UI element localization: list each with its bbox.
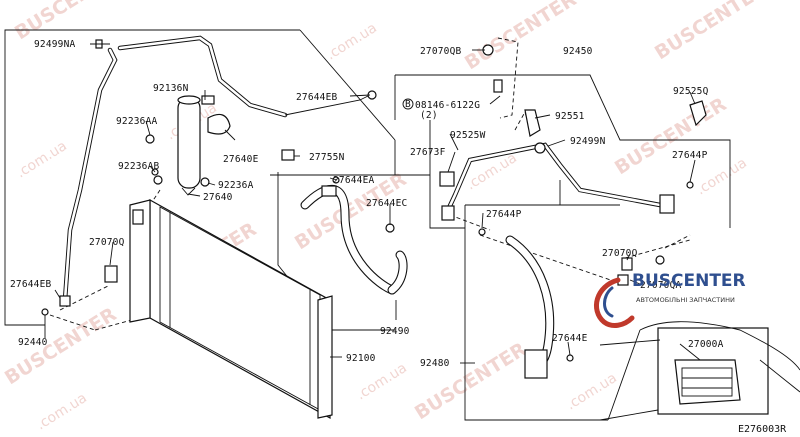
condenser-92100 [129,198,333,420]
part-label-27673F: 27673F [410,147,446,158]
part-label-27755N: 27755N [309,152,345,163]
logo-mark-icon [594,277,635,328]
part-label-92525W: 92525W [450,130,486,141]
hose-92490 [300,176,408,295]
part-label-08146-6122G: 08146-6122G [415,100,480,111]
part-label-27644EB-left: 27644EB [10,279,52,290]
part-label-27640E: 27640E [223,154,259,165]
part-label-92136N: 92136N [153,83,189,94]
part-label-27644EA: 27644EA [333,175,375,186]
receiver-dryer [145,90,377,196]
watermark-url: .com.ua [694,155,750,198]
watermark-url: .com.ua [34,390,90,433]
logo-name: BUSCENTER [632,271,746,291]
watermark-layer: BUSCENTER .com.ua BUSCENTER .com.ua BUSC… [1,0,771,433]
part-label-27070Q-right: 27070Q [602,248,638,259]
watermark-brand: BUSCENTER [411,338,531,424]
hose-92480 [478,228,665,379]
part-label-92100: 92100 [346,353,376,364]
part-label-27644E: 27644E [552,333,588,344]
part-label-92440: 92440 [18,337,48,348]
part-label-92236AA: 92236AA [116,116,158,127]
part-label-27070QB: 27070QB [420,46,462,57]
part-label-27000A: 27000A [688,339,724,350]
part-label-27644EB-top: 27644EB [296,92,338,103]
part-labels: 92499NA 27070QB 92450 92136N 27644EB 925… [10,39,724,369]
watermark-brand: BUSCENTER [11,0,131,44]
part-label-27070Q-left: 27070Q [89,237,125,248]
part-label-92236AB: 92236AB [118,161,160,172]
watermark-brand: BUSCENTER [461,0,581,74]
logo-tagline: АВТОМОБІЛЬНІ ЗАПЧАСТИНИ [636,296,735,304]
part-label-92450: 92450 [563,46,593,57]
part-label-92490: 92490 [380,326,410,337]
buscenter-logo: BUSCENTER АВТОМОБІЛЬНІ ЗАПЧАСТИНИ [594,271,746,328]
part-label-27070QA: 27070QA [640,280,682,291]
watermark-brand: BUSCENTER [651,0,771,64]
watermark-brand: BUSCENTER [611,93,731,179]
frame-outlines [4,29,731,421]
label-leaders [44,43,701,364]
part-label-92236A: 92236A [218,180,254,191]
part-label-08146-qty: (2) [420,110,438,121]
bolt-marker-circle [402,98,414,110]
logo-mark-inner-icon [603,286,614,318]
bolt-marker-letter: B [405,99,411,110]
part-label-27644EC: 27644EC [366,198,407,209]
pipe-92450 [439,44,707,221]
watermark-url: .com.ua [324,20,380,63]
diagram-reference-code: E276003R [738,424,787,435]
watermark-url: .com.ua [564,370,620,413]
part-label-92525Q: 92525Q [673,86,709,97]
part-label-92480: 92480 [420,358,450,369]
part-label-92499NA: 92499NA [34,39,76,50]
compressor-inset [599,321,800,421]
pipe-92440 [62,35,288,303]
part-label-27640: 27640 [203,192,233,203]
part-label-92551: 92551 [555,111,585,122]
part-label-27644P-mid: 27644P [486,209,522,220]
watermark-url: .com.ua [14,138,70,181]
part-label-27644P-right: 27644P [672,150,708,161]
watermark-url: .com.ua [354,360,410,403]
part-label-92499N: 92499N [570,136,606,147]
